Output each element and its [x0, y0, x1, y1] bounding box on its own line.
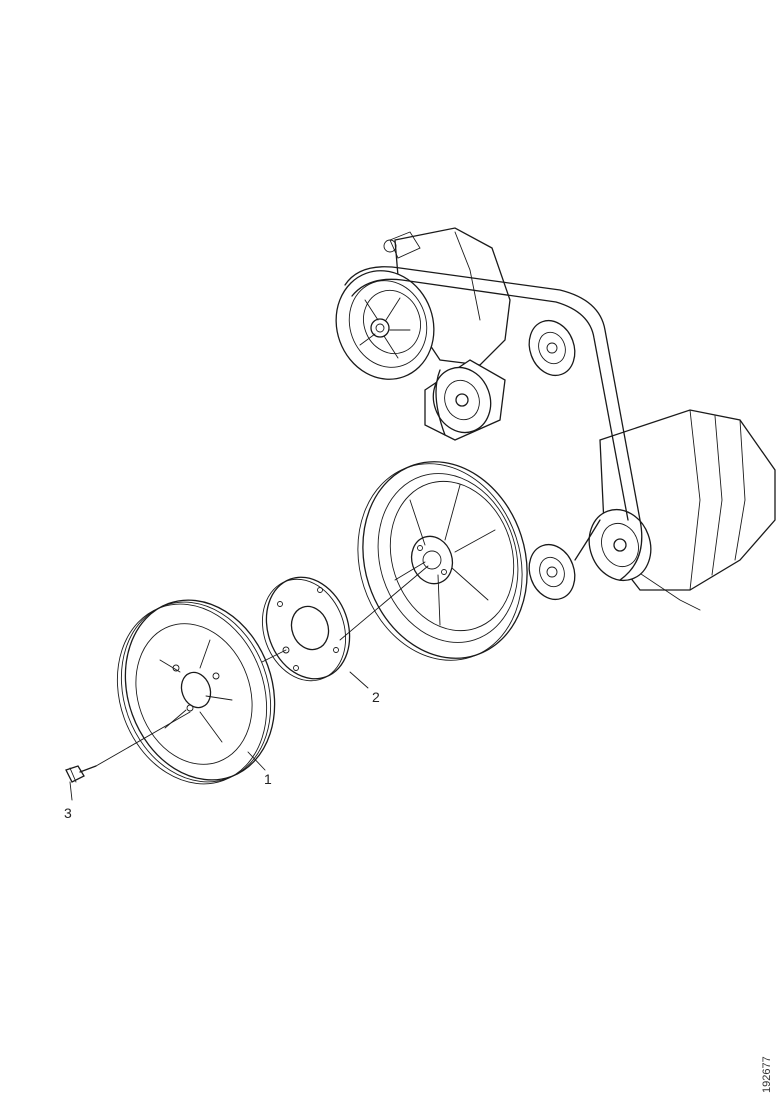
callout-1-label: 1: [264, 771, 272, 787]
alternator-assembly: [588, 409, 776, 611]
upper-pump-assembly: [335, 227, 511, 380]
tensioner-pulley: [424, 359, 506, 441]
callout-2-label: 2: [372, 689, 380, 705]
lower-idler-pulley: [528, 543, 576, 601]
part-1-front-pulley: [116, 599, 276, 785]
drive-belt: [344, 266, 643, 581]
callout-3-label: 3: [64, 805, 72, 821]
crankshaft-pulley: [357, 461, 528, 661]
callout-leaders: [69, 671, 369, 801]
part-3-bolt: [65, 765, 97, 783]
assembly-axis-line: [95, 565, 429, 767]
part-2-adapter-plate: [261, 576, 351, 682]
upper-idler-pulley: [528, 319, 576, 377]
figure-id: 192677: [761, 1056, 773, 1093]
